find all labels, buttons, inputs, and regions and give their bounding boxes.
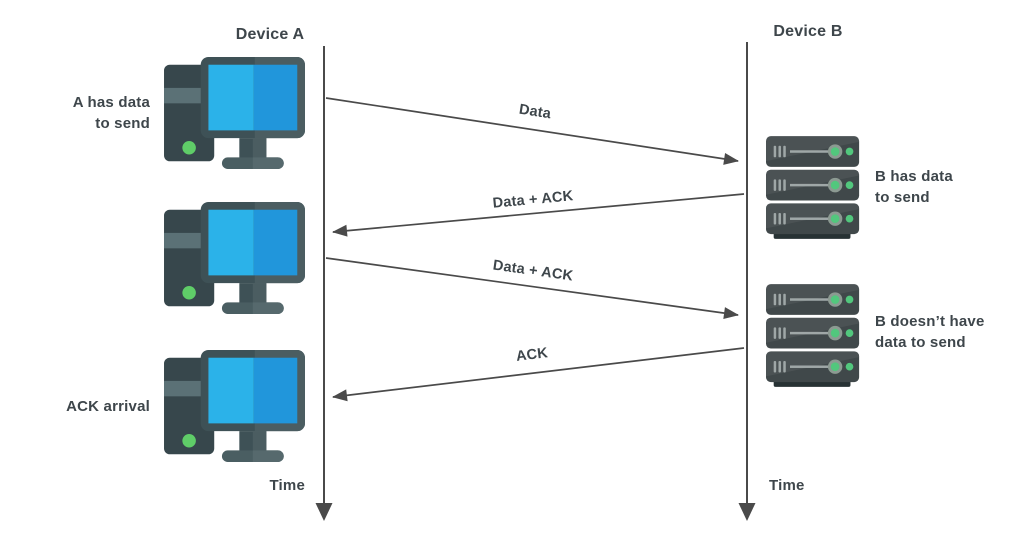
monitor-screen — [208, 357, 254, 424]
server-unit — [766, 203, 860, 235]
arrow-data-ack-b-to-a — [332, 193, 745, 237]
time-label-b: Time — [769, 477, 805, 494]
server-unit — [766, 136, 860, 167]
server-unit — [766, 351, 860, 383]
time-label-a: Time — [269, 477, 305, 494]
desktop-pc-icon — [164, 350, 305, 462]
server-led-icon — [845, 214, 854, 223]
server-led-icon — [845, 329, 854, 337]
power-led-icon — [182, 286, 196, 300]
timeline-b-arrowhead-icon — [738, 503, 756, 521]
desktop-pc-icon — [164, 202, 305, 314]
power-led-icon — [182, 141, 196, 155]
server-led-icon — [845, 362, 854, 371]
monitor-screen — [208, 64, 254, 131]
device-b-title: Device B — [773, 23, 843, 40]
power-led-icon — [182, 434, 196, 448]
server-led-icon — [845, 295, 854, 304]
desktop-pc-icon — [164, 57, 305, 169]
timeline-a-arrowhead-icon — [315, 503, 333, 521]
arrow-data-ack-a-to-b — [325, 257, 739, 320]
device-a-title: Device A — [235, 26, 305, 43]
annotation-b-no-data: B doesn’t have data to send — [875, 313, 985, 351]
server-stack-icon — [766, 136, 860, 239]
arrow-data-a-to-b — [325, 97, 739, 165]
monitor-screen — [208, 209, 254, 276]
server-unit — [766, 284, 860, 315]
computer-icon — [164, 57, 305, 169]
annotation-a-has-data: A has data to send — [72, 94, 150, 132]
server-led-icon — [845, 147, 854, 156]
server-led-icon — [845, 181, 854, 189]
timeline-device-a — [315, 46, 333, 521]
server-unit — [766, 317, 860, 349]
server-unit — [766, 169, 860, 201]
computer-icon — [164, 202, 305, 314]
timeline-device-b — [738, 42, 756, 521]
server-stack-icon — [766, 284, 860, 387]
annotation-b-has-data: B has data to send — [875, 168, 953, 206]
arrow-ack-b-to-a — [332, 347, 745, 402]
computer-icon — [164, 350, 305, 462]
annotation-ack-arrival: ACK arrival — [66, 398, 150, 415]
